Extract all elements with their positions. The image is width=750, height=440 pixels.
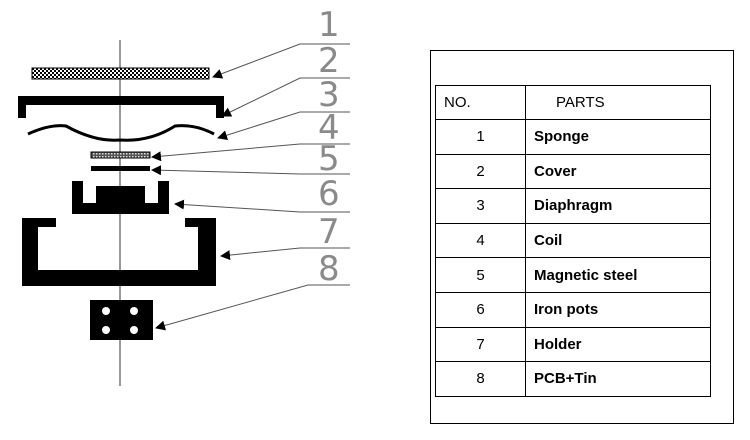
callout-number: 3 <box>318 75 340 115</box>
row-part-name: Holder <box>525 326 711 363</box>
table-row: 6 Iron pots <box>435 291 711 328</box>
table-row: 7 Holder <box>435 326 711 363</box>
row-number: 1 <box>435 119 526 155</box>
cover-part <box>18 96 224 118</box>
row-number: 2 <box>435 153 526 190</box>
row-part-name: Iron pots <box>525 291 711 328</box>
row-part-name: PCB+Tin <box>525 361 711 397</box>
leader-line-7 <box>220 247 350 261</box>
header-parts: PARTS <box>525 85 711 120</box>
iron-pot-magnet <box>96 186 145 203</box>
callout-number: 1 <box>318 5 340 45</box>
table-row: 1 Sponge <box>435 119 711 155</box>
row-part-name: Sponge <box>525 119 711 155</box>
pcb-hole <box>102 326 110 334</box>
pcb-hole <box>130 326 138 334</box>
header-no: NO. <box>435 85 526 120</box>
row-number: 7 <box>435 326 526 363</box>
pcb-hole <box>102 307 110 315</box>
table-header-row: NO. PARTS <box>435 85 711 120</box>
table-row: 2 Cover <box>435 153 711 190</box>
leader-line-2 <box>221 77 350 117</box>
row-number: 6 <box>435 291 526 328</box>
table-row: 3 Diaphragm <box>435 188 711 224</box>
magnetic-steel-part <box>91 166 150 171</box>
row-part-name: Diaphragm <box>525 188 711 224</box>
callout-number: 8 <box>318 249 340 289</box>
header-parts-label: PARTS <box>556 94 605 111</box>
row-part-name: Coil <box>525 222 711 259</box>
callout-number: 6 <box>318 174 340 214</box>
iron-pot-part <box>72 181 169 214</box>
row-part-name: Cover <box>525 153 711 190</box>
row-number: 3 <box>435 188 526 224</box>
row-number: 8 <box>435 361 526 397</box>
exploded-view-diagram: 1 2 3 4 5 6 7 8 <box>18 5 350 386</box>
table-row: 5 Magnetic steel <box>435 257 711 293</box>
leader-line-8 <box>155 284 350 331</box>
pcb-part <box>90 300 153 340</box>
callout-number: 5 <box>318 139 340 179</box>
table-row: 4 Coil <box>435 222 711 259</box>
leader-line-1 <box>212 43 350 79</box>
holder-part <box>22 218 216 286</box>
sponge-part <box>31 67 210 80</box>
callout-number: 7 <box>318 212 340 252</box>
leader-line-3 <box>217 111 350 141</box>
coil-part <box>90 151 151 159</box>
leader-line-4 <box>151 143 350 162</box>
row-number: 5 <box>435 257 526 293</box>
leader-line-5 <box>151 165 350 176</box>
pcb-hole <box>130 307 138 315</box>
row-number: 4 <box>435 222 526 259</box>
table-row: 8 PCB+Tin <box>435 361 711 397</box>
leader-line-6 <box>174 199 350 213</box>
callout-number: 2 <box>318 41 340 81</box>
parts-table: NO. PARTS 1 Sponge 2 Cover 3 Diaphragm 4… <box>435 85 711 397</box>
callout-number: 4 <box>318 108 340 148</box>
diaphragm-part <box>27 124 215 142</box>
row-part-name: Magnetic steel <box>525 257 711 293</box>
